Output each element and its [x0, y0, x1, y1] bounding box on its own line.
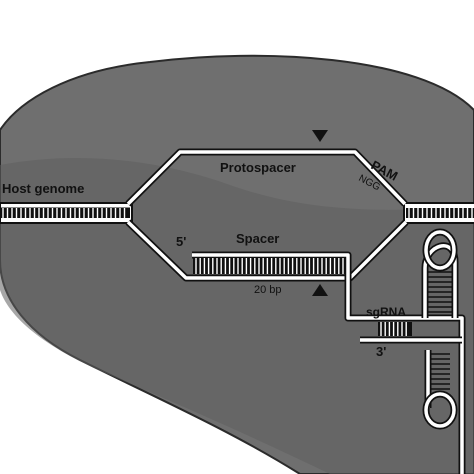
host-genome-left-duplex [0, 202, 133, 224]
cas9-protein-shadow [0, 157, 474, 474]
five-prime-label: 5' [176, 234, 186, 249]
spacer-label: Spacer [236, 231, 279, 246]
host-genome-label: Host genome [2, 181, 84, 196]
cleavage-site-bottom-arrow [312, 284, 328, 296]
cleavage-site-top-arrow [312, 130, 328, 142]
sgrna-scaffold [360, 228, 466, 474]
three-prime-label: 3' [376, 344, 386, 359]
length-label: 20 bp [254, 284, 282, 296]
spacer-rna-duplex [192, 251, 400, 322]
host-genome-right-duplex [403, 202, 474, 224]
sgrna-label: sgRNA [366, 305, 406, 319]
protospacer-label: Protospacer [220, 160, 296, 175]
